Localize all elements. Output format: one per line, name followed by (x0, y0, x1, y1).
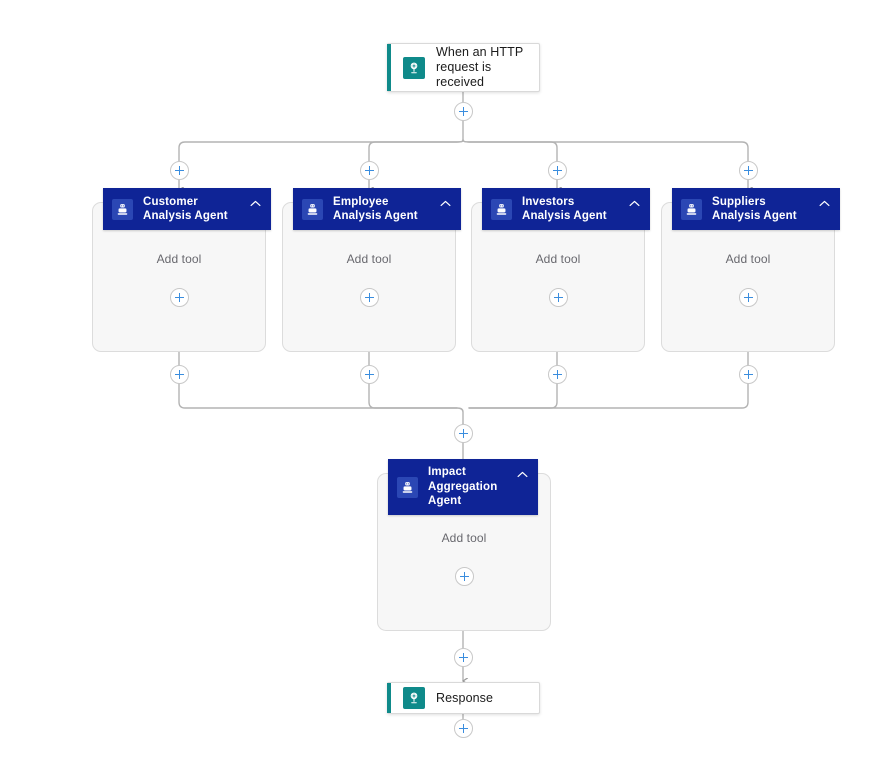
chevron-up-icon[interactable] (627, 196, 641, 210)
add-tool-label: Add tool (346, 252, 392, 266)
agent-title: Employee Analysis Agent (333, 195, 418, 223)
trigger-accent-bar (387, 44, 391, 91)
trigger-label-line2: request is received (436, 60, 492, 89)
add-tool-button[interactable] (739, 288, 758, 307)
add-tool-button[interactable] (360, 288, 379, 307)
agent-group-suppliers-analysis[interactable]: Suppliers Analysis Agent Add tool (661, 188, 840, 352)
agent-group-investors-analysis[interactable]: Investors Analysis Agent Add tool (471, 188, 650, 352)
agent-header[interactable]: Customer Analysis Agent (103, 188, 271, 230)
agent-robot-icon (302, 198, 323, 220)
agent-robot-icon (681, 198, 702, 220)
add-step-button-after-trigger[interactable] (454, 102, 473, 121)
add-tool-button[interactable] (455, 567, 474, 586)
add-step-button-after-merge[interactable] (454, 424, 473, 443)
add-step-button-branch-3[interactable] (548, 161, 567, 180)
agent-title: Suppliers Analysis Agent (712, 195, 797, 223)
agent-header[interactable]: Investors Analysis Agent (482, 188, 650, 230)
trigger-label-line1: When an HTTP (436, 45, 524, 59)
agent-robot-icon (397, 476, 418, 498)
add-step-button-end[interactable] (454, 719, 473, 738)
add-tool-label: Add tool (156, 252, 202, 266)
chevron-up-icon[interactable] (248, 196, 262, 210)
add-step-button-after-aggregator[interactable] (454, 648, 473, 667)
chevron-up-icon[interactable] (515, 467, 529, 481)
add-step-button-branch-4[interactable] (739, 161, 758, 180)
response-accent-bar (387, 683, 391, 713)
agent-robot-icon (112, 198, 133, 220)
agent-title: Customer Analysis Agent (143, 195, 228, 223)
add-tool-label: Add tool (535, 252, 581, 266)
http-response-icon (403, 687, 425, 709)
trigger-label: When an HTTP request is received (436, 45, 527, 90)
agent-header[interactable]: Employee Analysis Agent (293, 188, 461, 230)
add-step-button-merge-3[interactable] (548, 365, 567, 384)
add-tool-button[interactable] (170, 288, 189, 307)
response-node[interactable]: Response (387, 682, 540, 714)
trigger-node-http-request[interactable]: When an HTTP request is received (387, 43, 540, 92)
agent-group-impact-aggregation[interactable]: Impact Aggregation Agent Add tool (377, 459, 551, 631)
agent-group-customer-analysis[interactable]: Customer Analysis Agent Add tool (92, 188, 271, 352)
add-step-button-merge-1[interactable] (170, 365, 189, 384)
add-step-button-branch-1[interactable] (170, 161, 189, 180)
agent-title: Investors Analysis Agent (522, 195, 607, 223)
chevron-up-icon[interactable] (438, 196, 452, 210)
http-request-icon (403, 56, 425, 79)
agent-group-employee-analysis[interactable]: Employee Analysis Agent Add tool (282, 188, 461, 352)
chevron-up-icon[interactable] (817, 196, 831, 210)
add-step-button-branch-2[interactable] (360, 161, 379, 180)
agent-header[interactable]: Suppliers Analysis Agent (672, 188, 840, 230)
agent-header[interactable]: Impact Aggregation Agent (388, 459, 538, 515)
add-tool-label: Add tool (441, 531, 487, 545)
add-tool-label: Add tool (725, 252, 771, 266)
agent-title: Impact Aggregation Agent (428, 466, 498, 508)
add-tool-button[interactable] (549, 288, 568, 307)
agent-robot-icon (491, 198, 512, 220)
add-step-button-merge-2[interactable] (360, 365, 379, 384)
response-label: Response (436, 690, 494, 705)
add-step-button-merge-4[interactable] (739, 365, 758, 384)
